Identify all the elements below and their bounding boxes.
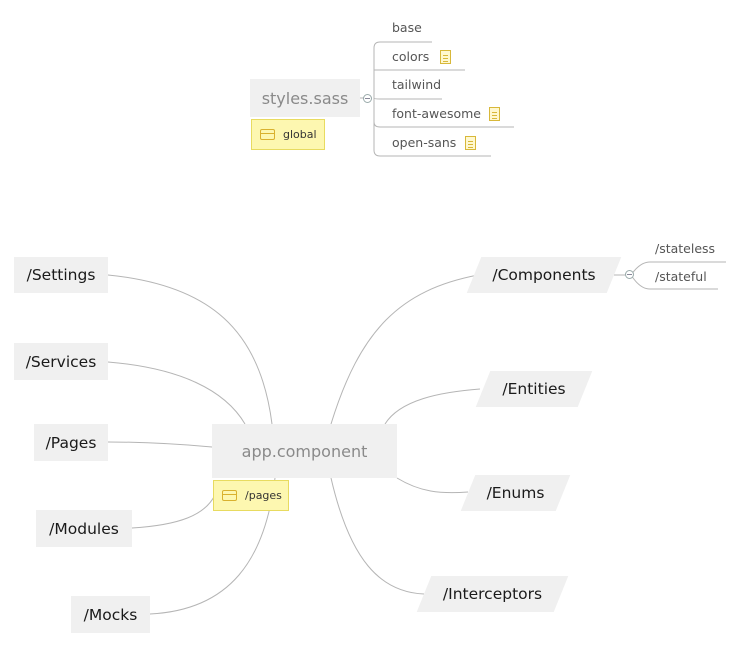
node-label: /Interceptors [442,585,543,603]
connector-right-entities [384,388,481,425]
connector-left-pages [107,441,213,448]
node-label: /Pages [45,433,97,452]
styles-root-node[interactable]: styles.sass [250,79,360,117]
app-root-node[interactable]: app.component [212,424,397,478]
styles-child-label: font-awesome [392,106,481,121]
styles-note[interactable]: global [251,119,325,150]
styles-child-open-sans[interactable]: open-sans [392,135,456,150]
styles-root-label: styles.sass [261,88,349,108]
components-child-label: /stateful [655,269,707,284]
right-node-interceptors[interactable]: /Interceptors [416,576,569,612]
styles-child-label: colors [392,49,430,64]
components-collapse-icon[interactable] [625,270,634,279]
node-label: /Components [492,266,596,284]
styles-child-colors[interactable]: colors [392,49,429,64]
connector-left-modules [131,494,216,529]
connector-styles-child-base [373,41,432,98]
app-note[interactable]: /pages [213,480,289,511]
connector-styles-child-open-sans [373,120,491,157]
styles-child-label: tailwind [392,77,442,92]
app-note-label: /pages [245,489,282,502]
styles-child-label: open-sans [392,135,457,150]
components-child-label: /stateless [655,241,716,256]
note-icon [260,129,275,140]
right-node-entities[interactable]: /Entities [475,371,593,407]
styles-child-tailwind[interactable]: tailwind [392,77,441,92]
left-node-pages[interactable]: /Pages [34,424,108,461]
right-node-components[interactable]: /Components [466,257,622,293]
connector-components-stateful [630,274,718,290]
node-label: /Enums [486,484,545,502]
left-node-modules[interactable]: /Modules [36,510,132,547]
right-node-enums[interactable]: /Enums [460,475,571,511]
connector-left-services [107,361,246,425]
app-root-label: app.component [241,441,368,461]
styles-collapse-icon[interactable] [363,94,372,103]
node-label: /Entities [502,380,566,398]
connector-styles-child-tailwind [373,97,442,100]
node-label: /Settings [26,266,96,284]
document-icon [489,107,500,121]
styles-note-label: global [283,128,317,141]
note-icon [222,490,237,501]
document-icon [465,136,476,150]
styles-child-label: base [392,20,422,35]
connector-left-settings [107,274,273,425]
connector-right-enums [396,477,469,494]
left-node-mocks[interactable]: /Mocks [71,596,150,633]
connector-right-interceptors [330,477,425,595]
components-child-stateless[interactable]: /stateless [655,241,715,256]
left-node-settings[interactable]: /Settings [14,257,108,293]
document-icon [440,50,451,64]
node-label: /Modules [49,519,119,538]
styles-child-font-awesome[interactable]: font-awesome [392,106,481,121]
left-node-services[interactable]: /Services [14,343,108,380]
styles-child-base[interactable]: base [392,20,422,35]
connector-right-components [330,274,479,425]
node-label: /Services [25,352,97,371]
components-child-stateful[interactable]: /stateful [655,269,707,284]
node-label: /Mocks [83,605,138,624]
